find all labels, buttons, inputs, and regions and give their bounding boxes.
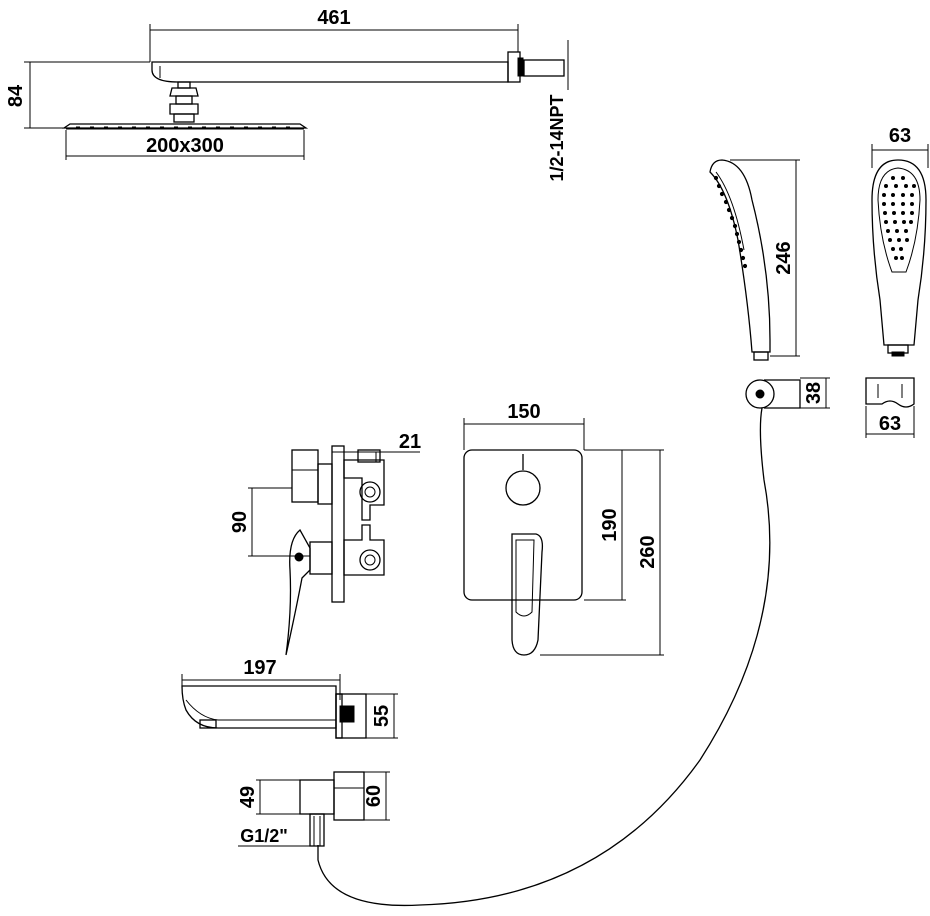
label-body-spacing: 90 bbox=[229, 511, 251, 533]
hand-shower-nozzle-dots bbox=[713, 175, 748, 269]
shower-arm bbox=[151, 40, 569, 90]
label-outlet-height: 60 bbox=[363, 785, 385, 807]
dimension-head-size: 200x300 bbox=[65, 130, 305, 160]
dimension-holder-width: 63 bbox=[865, 406, 915, 438]
mixer-side-view: 21 90 bbox=[229, 431, 421, 656]
label-spout-height: 55 bbox=[371, 705, 393, 727]
dimension-spout-length: 197 bbox=[181, 657, 341, 700]
label-plate-height: 260 bbox=[637, 535, 659, 568]
wall-holder-side-view: 38 bbox=[745, 377, 830, 409]
wall-holder-front-view: 63 bbox=[865, 377, 915, 438]
hand-shower-front-view: 63 bbox=[871, 125, 929, 357]
overhead-shower-view: 461 84 bbox=[5, 7, 569, 182]
label-body-depth: 21 bbox=[399, 431, 421, 453]
hand-shower-side-view: 246 bbox=[709, 159, 800, 361]
label-plate-width: 150 bbox=[507, 401, 540, 423]
wall-outlet-view: 49 60 G1/2" bbox=[237, 771, 390, 847]
dimension-hand-length: 246 bbox=[730, 159, 800, 357]
label-holder-width: 63 bbox=[879, 413, 901, 435]
label-plate-inner-height: 190 bbox=[599, 508, 621, 541]
dimension-hand-width: 63 bbox=[871, 125, 929, 168]
dimension-arm-length: 461 bbox=[149, 7, 519, 62]
label-thread-npt: 1/2-14NPT bbox=[547, 94, 567, 181]
dimension-spout-height: 55 bbox=[366, 693, 398, 739]
label-head-height: 84 bbox=[5, 84, 27, 107]
dimension-outlet-thread: G1/2" bbox=[238, 826, 310, 847]
dimension-holder-height: 38 bbox=[800, 377, 830, 409]
dimension-head-height: 84 bbox=[5, 61, 150, 129]
shower-hose bbox=[317, 407, 771, 907]
dimension-body-depth: 21 bbox=[332, 431, 421, 462]
dimension-plate-width: 150 bbox=[463, 401, 585, 450]
label-outlet-thread: G1/2" bbox=[240, 826, 288, 846]
bath-spout-view: 197 55 bbox=[181, 657, 398, 739]
dimension-plate-inner-height: 190 bbox=[584, 449, 626, 601]
label-hand-width: 63 bbox=[889, 125, 911, 147]
dimension-plate-height: 260 bbox=[540, 449, 664, 656]
dimension-outlet-height: 60 bbox=[363, 771, 390, 821]
dimension-body-spacing: 90 bbox=[229, 487, 310, 557]
dimension-outlet-height-small: 49 bbox=[237, 779, 300, 815]
label-outlet-height-small: 49 bbox=[237, 786, 259, 808]
label-holder-height: 38 bbox=[803, 382, 825, 404]
swivel-joint bbox=[169, 81, 199, 123]
label-spout-length: 197 bbox=[243, 657, 276, 679]
label-arm-length: 461 bbox=[317, 7, 350, 29]
label-head-size: 200x300 bbox=[146, 135, 224, 157]
shower-head bbox=[61, 123, 309, 130]
mixer-front-view: 150 190 260 bbox=[463, 401, 664, 656]
hand-shower-face-dots bbox=[882, 176, 916, 260]
label-hand-length: 246 bbox=[773, 241, 795, 274]
